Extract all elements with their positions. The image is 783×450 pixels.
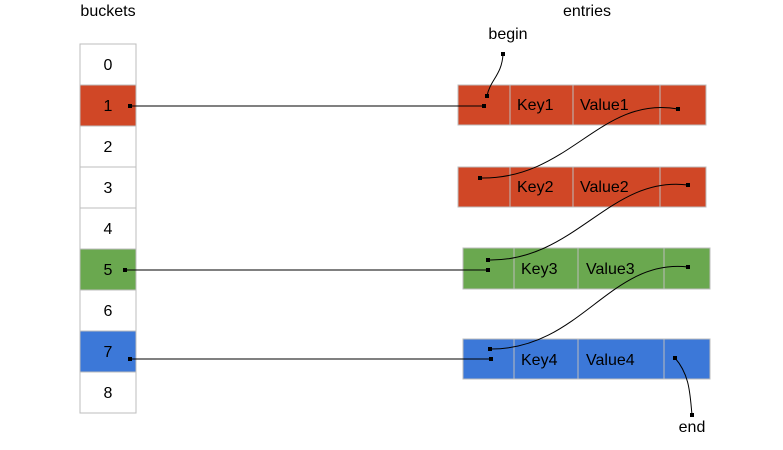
bucket-label: 4 — [104, 221, 113, 238]
entry-key: Key3 — [521, 261, 558, 278]
entry-key: Key2 — [517, 179, 554, 196]
bucket-cell: 4 — [79, 207, 137, 250]
entry-value: Value4 — [586, 352, 635, 369]
bucket-label: 6 — [104, 303, 113, 320]
entry-value: Value1 — [580, 97, 629, 114]
end-pointer-arrow — [673, 356, 694, 417]
bucket-pointer-arrow — [128, 357, 493, 361]
entries-column: Key1 Value1 Key2 Value2 Key3 Value3 Key4… — [457, 84, 711, 380]
entry-row: Key4 Value4 — [462, 338, 711, 380]
buckets-title: buckets — [80, 3, 135, 20]
bucket-cell: 2 — [79, 125, 137, 168]
bucket-cell: 7 — [79, 330, 137, 373]
next-link-arrow — [486, 183, 690, 262]
entry-key: Key1 — [517, 97, 554, 114]
entry-row: Key1 Value1 — [457, 84, 707, 126]
bucket-pointer-arrow — [128, 104, 486, 108]
entry-value: Value3 — [586, 261, 635, 278]
end-label: end — [679, 419, 706, 436]
entry-row: Key2 Value2 — [457, 166, 707, 208]
bucket-cell: 3 — [79, 166, 137, 209]
bucket-label: 3 — [104, 180, 113, 197]
bucket-label: 2 — [104, 139, 113, 156]
bucket-cell: 0 — [79, 43, 137, 86]
bucket-label: 0 — [104, 57, 113, 74]
entries-title: entries — [563, 3, 611, 20]
next-link-arrow — [488, 265, 690, 351]
bucket-label: 5 — [104, 262, 113, 279]
bucket-label: 8 — [104, 385, 113, 402]
bucket-cell: 1 — [79, 84, 137, 127]
bucket-label: 7 — [104, 344, 113, 361]
buckets-column: 0 1 2 3 4 5 6 7 — [79, 43, 137, 414]
entry-value: Value2 — [580, 179, 629, 196]
entry-row: Key3 Value3 — [462, 247, 711, 290]
begin-pointer-arrow — [485, 52, 505, 98]
bucket-cell: 6 — [79, 289, 137, 332]
bucket-label: 1 — [104, 98, 113, 115]
bucket-cell: 8 — [79, 371, 137, 414]
bucket-pointer-arrow — [123, 268, 490, 272]
pointer-arrows — [123, 52, 694, 417]
entry-key: Key4 — [521, 352, 558, 369]
next-link-arrow — [478, 107, 680, 180]
begin-label: begin — [488, 26, 527, 43]
